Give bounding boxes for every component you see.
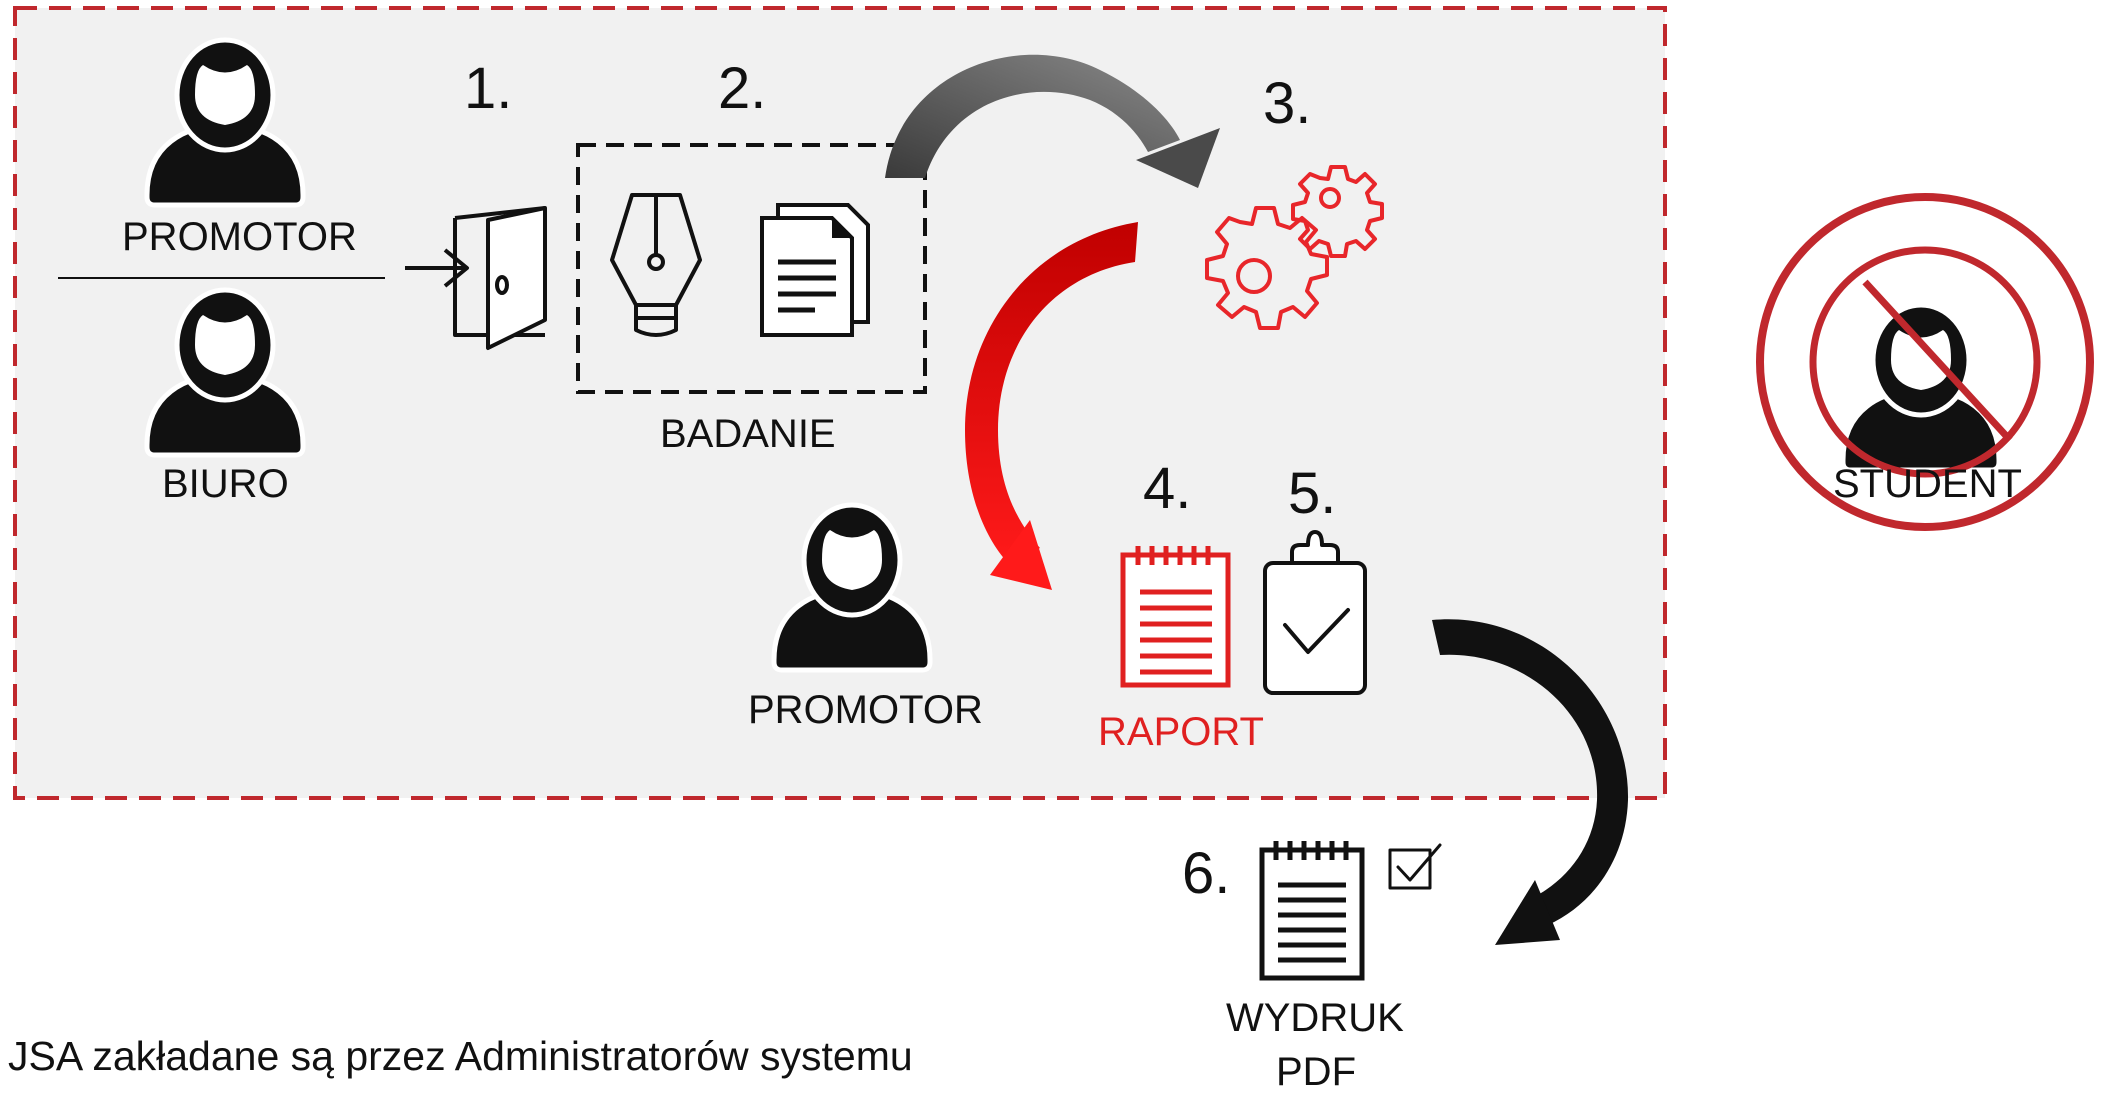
badanie-label: BADANIE <box>660 412 836 456</box>
student-prohibited-icon <box>1756 193 2094 531</box>
printout-notepad-icon <box>1259 841 1365 981</box>
biuro-label: BIURO <box>162 462 289 506</box>
biuro-person-icon <box>144 287 306 458</box>
step-5-label: 5. <box>1288 461 1337 526</box>
wydruk-label: WYDRUK <box>1226 996 1404 1040</box>
promotor-top-label: PROMOTOR <box>122 215 357 259</box>
promotor-bottom-label: PROMOTOR <box>748 688 983 732</box>
arrow-to-printout <box>1432 619 1629 945</box>
pdf-label: PDF <box>1276 1050 1356 1094</box>
arrow-to-report <box>965 222 1138 590</box>
step-6-label: 6. <box>1182 841 1231 906</box>
step-1-label: 1. <box>464 56 513 121</box>
student-label: STUDENT <box>1833 462 2022 506</box>
pen-nib-icon <box>610 193 702 337</box>
footer-note: JSA zakładane są przez Administratorów s… <box>8 1033 913 1079</box>
door-enter-icon <box>405 206 547 350</box>
promotor-bottom-person-icon <box>771 502 933 673</box>
checkbox-icon <box>1388 843 1442 890</box>
raport-label: RAPORT <box>1098 710 1264 754</box>
clipboard-check-icon <box>1263 530 1367 695</box>
gears-icon <box>1205 165 1384 330</box>
step-4-label: 4. <box>1143 456 1192 521</box>
report-notepad-icon <box>1120 546 1231 688</box>
arrow-to-processing <box>885 54 1220 188</box>
badanie-box <box>576 143 927 394</box>
documents-icon <box>760 203 870 337</box>
prohibited-icon <box>1809 246 2041 478</box>
promotor-top-person-icon <box>144 37 306 208</box>
step-3-label: 3. <box>1263 71 1312 136</box>
step-2-label: 2. <box>718 56 767 121</box>
